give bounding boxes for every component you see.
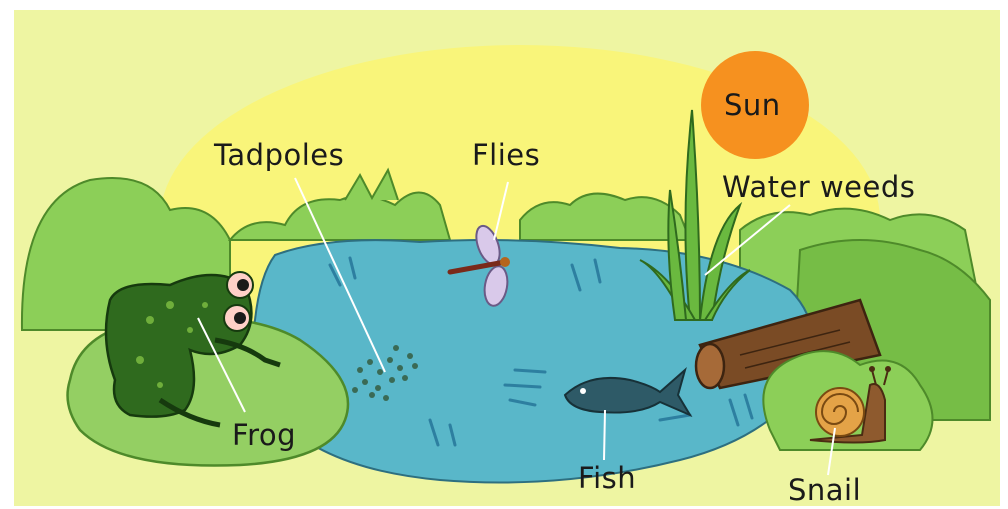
frog-label: Frog	[232, 418, 296, 452]
tadpoles-label: Tadpoles	[213, 138, 344, 172]
water-weeds-label: Water weeds	[722, 170, 915, 204]
fish-leader	[604, 410, 605, 460]
snail-label: Snail	[788, 473, 861, 507]
sun-label: Sun	[724, 88, 781, 122]
flies-label: Flies	[472, 138, 540, 172]
fish-label: Fish	[578, 461, 636, 495]
